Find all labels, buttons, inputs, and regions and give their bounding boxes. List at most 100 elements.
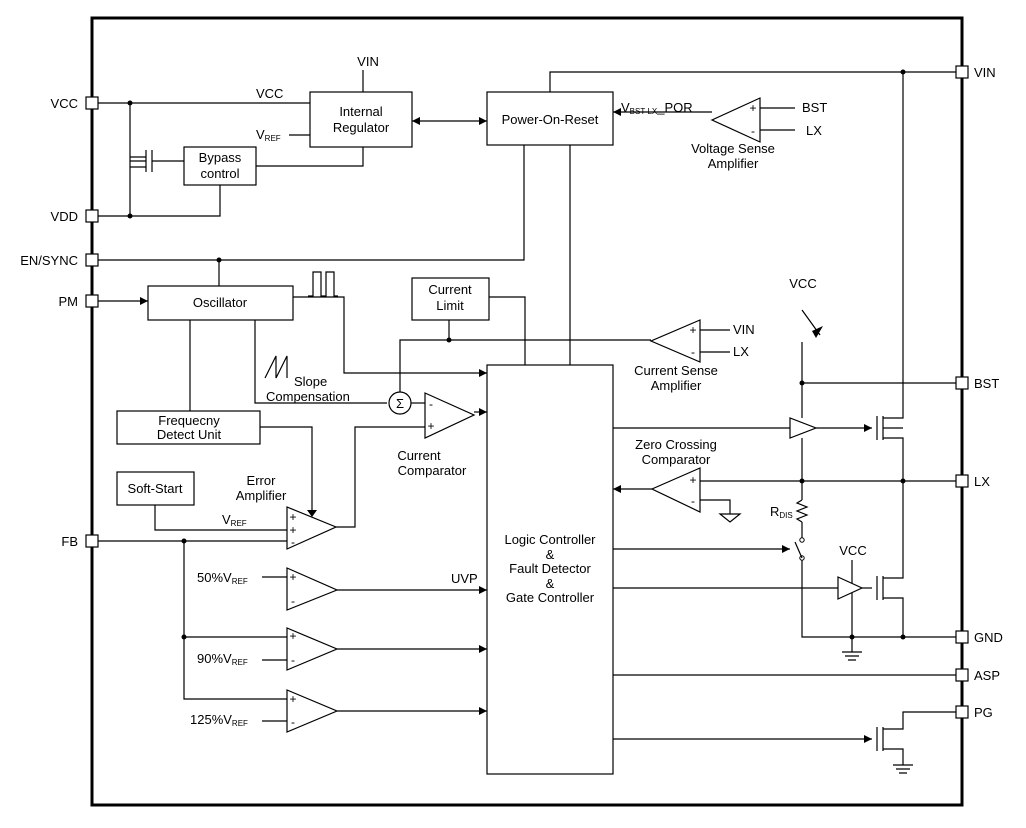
svg-text:+: + bbox=[289, 629, 296, 643]
zero-crossing-comparator: + - Zero Crossing Comparator bbox=[635, 437, 717, 513]
vbst-lx-por-label: VBST-LX_POR bbox=[621, 100, 693, 116]
ground-icon bbox=[718, 513, 742, 523]
pulse-waveform-icon bbox=[308, 271, 338, 297]
svg-text:Amplifier: Amplifier bbox=[651, 378, 702, 393]
pin-asp: ASP bbox=[974, 668, 1000, 683]
svg-text:Amplifier: Amplifier bbox=[708, 156, 759, 171]
svg-text:Detect Unit: Detect Unit bbox=[157, 427, 222, 442]
high-side-driver bbox=[789, 417, 818, 439]
svg-text:Current Sense: Current Sense bbox=[634, 363, 718, 378]
svg-text:+: + bbox=[689, 473, 696, 487]
low-side-driver bbox=[837, 576, 864, 600]
pg90-comparator: + - bbox=[286, 627, 339, 671]
voltage-sense-amplifier: + - BST LX Voltage Sense Amplifier bbox=[691, 97, 827, 171]
ov125-comparator: + - bbox=[286, 689, 339, 733]
svg-text:control: control bbox=[200, 166, 239, 181]
pin-pm: PM bbox=[59, 294, 79, 309]
svg-text:Fault Detector: Fault Detector bbox=[509, 561, 591, 576]
svg-text:+: + bbox=[289, 692, 296, 706]
vcc-right-label: VCC bbox=[789, 276, 816, 291]
logic-controller-block: Logic Controller & Fault Detector & Gate… bbox=[486, 364, 614, 775]
summer-node: Σ bbox=[388, 391, 412, 415]
svg-text:-: - bbox=[291, 715, 295, 729]
uvp-label: UVP bbox=[451, 571, 478, 586]
svg-text:Zero Crossing: Zero Crossing bbox=[635, 437, 717, 452]
svg-text:&: & bbox=[546, 576, 555, 591]
svg-text:-: - bbox=[291, 653, 295, 667]
svg-text:Soft-Start: Soft-Start bbox=[128, 481, 183, 496]
svg-text:Bypass: Bypass bbox=[199, 150, 242, 165]
vcc-driver-label: VCC bbox=[839, 543, 866, 558]
svg-text:Amplifier: Amplifier bbox=[236, 488, 287, 503]
pct90-label: 90%VREF bbox=[197, 651, 248, 667]
pin-lx: LX bbox=[974, 474, 990, 489]
svg-text:+: + bbox=[289, 570, 296, 584]
svg-text:VIN: VIN bbox=[733, 322, 755, 337]
svg-text:LX: LX bbox=[806, 123, 822, 138]
svg-text:Comparator: Comparator bbox=[642, 452, 711, 467]
current-sense-amplifier: + - VIN LX Current Sense Amplifier bbox=[634, 319, 755, 393]
svg-text:Limit: Limit bbox=[436, 298, 464, 313]
svg-text:LX: LX bbox=[733, 344, 749, 359]
pin-pg: PG bbox=[974, 705, 993, 720]
vin-top-label: VIN bbox=[357, 54, 379, 69]
vcc-internal-label: VCC bbox=[256, 86, 283, 101]
vref-regulator-label: VREF bbox=[256, 127, 281, 143]
svg-text:Comparator: Comparator bbox=[398, 463, 467, 478]
svg-text:Frequecny: Frequecny bbox=[158, 413, 220, 428]
pin-bst: BST bbox=[974, 376, 999, 391]
discharge-switch bbox=[794, 537, 805, 561]
pct50-label: 50%VREF bbox=[197, 570, 248, 586]
ic-boundary bbox=[90, 16, 964, 807]
pin-en-sync: EN/SYNC bbox=[20, 253, 78, 268]
svg-text:-: - bbox=[691, 345, 695, 359]
ramp-waveform-icon bbox=[264, 355, 288, 379]
svg-text:+: + bbox=[749, 101, 756, 115]
pin-vdd: VDD bbox=[51, 209, 78, 224]
svg-text:Σ: Σ bbox=[396, 396, 404, 411]
left-pins: VCC VDD EN/SYNC PM FB bbox=[20, 96, 99, 549]
svg-text:-: - bbox=[691, 494, 695, 508]
svg-text:-: - bbox=[291, 594, 295, 608]
pin-vcc: VCC bbox=[51, 96, 78, 111]
svg-text:Power-On-Reset: Power-On-Reset bbox=[502, 112, 599, 127]
svg-text:Logic Controller: Logic Controller bbox=[504, 532, 596, 547]
svg-text:Voltage Sense: Voltage Sense bbox=[691, 141, 775, 156]
svg-text:+: + bbox=[289, 510, 296, 524]
error-amplifier: + + - Error Amplifier bbox=[236, 473, 338, 550]
current-comparator: - + Current Comparator bbox=[397, 392, 476, 478]
svg-text:-: - bbox=[291, 535, 295, 549]
rdis-resistor bbox=[795, 499, 809, 523]
pct125-label: 125%VREF bbox=[190, 712, 248, 728]
pin-gnd: GND bbox=[974, 630, 1003, 645]
svg-text:Oscillator: Oscillator bbox=[193, 295, 248, 310]
power-on-reset-block: Power-On-Reset bbox=[486, 91, 614, 146]
svg-text:Current: Current bbox=[397, 448, 441, 463]
soft-start-block: Soft-Start bbox=[116, 471, 195, 506]
current-limit-block: Current Limit bbox=[411, 277, 490, 321]
ground-icon bbox=[893, 764, 913, 774]
internal-regulator-block: Internal Regulator bbox=[309, 91, 413, 148]
uvp-comparator: + - bbox=[286, 567, 339, 611]
bypass-control-block: Bypass control bbox=[183, 146, 257, 186]
pin-fb: FB bbox=[61, 534, 78, 549]
oscillator-block: Oscillator bbox=[147, 285, 294, 321]
svg-text:Current: Current bbox=[428, 282, 472, 297]
pin-vin: VIN bbox=[974, 65, 996, 80]
right-pins: VIN BST LX GND ASP PG bbox=[955, 65, 1003, 720]
frequency-detect-block: Frequecny Detect Unit bbox=[116, 410, 261, 445]
vref-error-amp-label: VREF bbox=[222, 512, 247, 528]
rdis-label: RDIS bbox=[770, 504, 793, 520]
svg-text:Internal: Internal bbox=[339, 104, 382, 119]
svg-text:+: + bbox=[689, 323, 696, 337]
wires bbox=[98, 70, 958, 765]
svg-text:+: + bbox=[289, 523, 296, 537]
svg-text:Regulator: Regulator bbox=[333, 120, 390, 135]
slope-label: Slope bbox=[294, 374, 327, 389]
svg-text:+: + bbox=[427, 419, 434, 433]
compensation-label: Compensation bbox=[266, 389, 350, 404]
svg-text:-: - bbox=[429, 397, 433, 411]
svg-text:&: & bbox=[546, 547, 555, 562]
svg-text:BST: BST bbox=[802, 100, 827, 115]
